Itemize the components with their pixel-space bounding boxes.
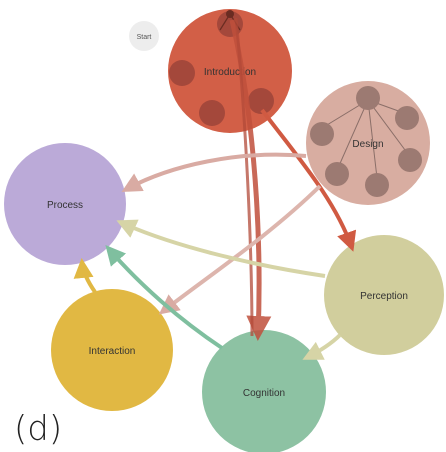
edge-design-process (121, 152, 307, 192)
edge-design-interaction (158, 184, 322, 315)
design-child-dot (356, 86, 380, 110)
node-interaction-label: Interaction (89, 346, 136, 357)
start-node[interactable]: Start (129, 21, 159, 51)
node-perception-label: Perception (360, 291, 408, 302)
node-perception[interactable]: Perception (324, 235, 444, 355)
node-design-label: Design (352, 139, 383, 150)
node-process-label: Process (47, 200, 83, 211)
edges (73, 17, 357, 360)
design-child-dot (310, 122, 334, 146)
node-interaction[interactable]: Interaction (51, 289, 173, 411)
node-process[interactable]: Process (4, 143, 126, 265)
design-child-dot (395, 106, 419, 130)
introduction-child-dot (199, 100, 225, 126)
node-cognition-label: Cognition (243, 388, 285, 399)
node-design[interactable]: Design (306, 81, 430, 205)
node-introduction[interactable]: Introduction (168, 9, 292, 133)
edge-introduction-cognition-2 (234, 17, 254, 337)
introduction-child-dot (169, 60, 195, 86)
edge-interaction-process (73, 258, 97, 294)
node-cognition[interactable]: Cognition (202, 330, 326, 452)
design-child-dot (365, 173, 389, 197)
design-child-dot (325, 162, 349, 186)
edge-introduction-perception (260, 108, 357, 252)
edge-perception-cognition (302, 333, 342, 360)
start-node-label: Start (137, 34, 152, 41)
introduction-child-dot (248, 88, 274, 114)
design-children (310, 86, 422, 197)
edge-cognition-process (105, 244, 224, 350)
edge-perception-process (116, 219, 326, 278)
node-introduction-label: Introduction (204, 67, 256, 78)
panel-label: (d) (14, 409, 62, 449)
design-child-dot (398, 148, 422, 172)
